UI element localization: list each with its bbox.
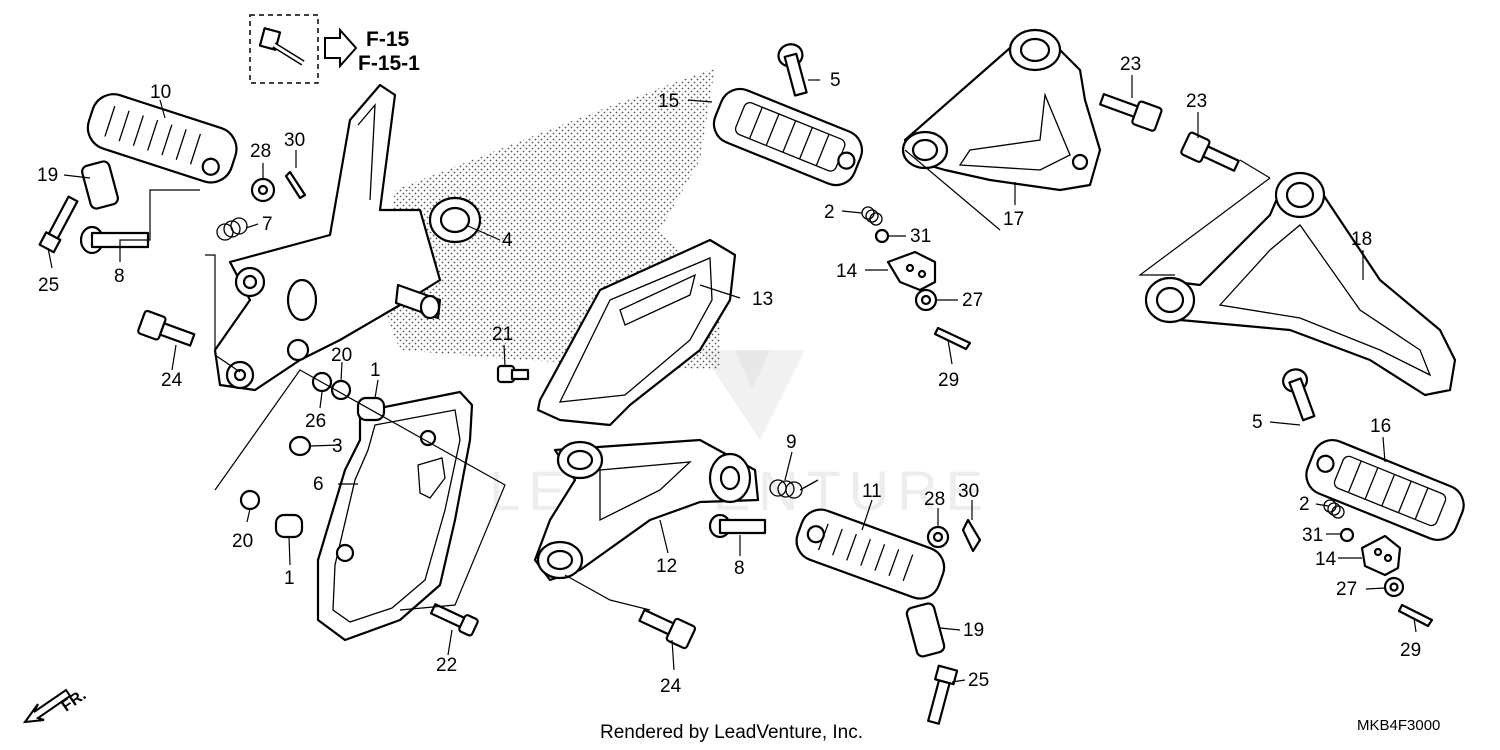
watermark-logo [700,350,805,440]
callout-label: 30 [958,481,979,502]
part-heel-guard-right [536,238,737,427]
part-pin-5-upper [777,43,808,97]
reference-bolt-box [249,14,319,84]
callout-label: 14 [836,261,858,282]
callout-label: 27 [962,290,983,311]
callout-label: 29 [938,370,959,391]
part-collar-20-lower [239,489,261,511]
part-heel-guard-left [316,390,474,642]
callout-label: 10 [150,82,171,103]
callout-label: 16 [1370,416,1391,437]
reference-label-2: F-15-1 [358,52,420,75]
callout-label: 19 [963,620,984,641]
callout-label: 20 [232,531,253,552]
part-collar-upper [81,160,119,210]
part-bolt-upper [38,195,79,254]
callout-label: 7 [262,214,273,235]
callout-label: 5 [1252,412,1263,433]
part-spring-upper [216,217,248,241]
leader-lines [47,75,1417,683]
part-bolt-22 [429,603,479,637]
part-footpeg-left [86,93,238,184]
part-bolt-24-center [638,608,697,650]
callout-label: 6 [313,474,324,495]
part-grommet-1-lower [274,513,304,539]
part-bolt-23-upper [1098,93,1163,132]
callout-label: 18 [1351,229,1372,250]
callout-label: 28 [250,141,271,162]
callout-label: 31 [1302,525,1323,546]
callout-label: 3 [332,436,343,457]
footer-credit: Rendered by LeadVenture, Inc. [600,722,863,743]
callout-label: 9 [786,432,797,453]
callout-label: 23 [1120,54,1141,75]
part-clip-upper [284,170,307,200]
callout-label: 31 [910,226,931,247]
reference-arrow [324,27,358,69]
part-bolt-23-right [1180,131,1240,172]
callout-labels: 1 1 2 2 3 4 5 5 6 7 8 8 9 10 11 12 13 14… [37,54,1421,697]
part-ball-31-upper [874,228,890,244]
callout-label: 19 [37,165,58,186]
callout-label: 1 [284,568,295,589]
callout-label: 24 [660,676,682,697]
callout-label: 13 [752,289,773,310]
callout-label: 11 [862,481,882,502]
callout-label: 2 [1299,494,1310,515]
callout-label: 23 [1186,91,1207,112]
front-direction-arrow [22,688,72,724]
callout-label: 24 [161,370,183,391]
callout-label: 28 [924,489,945,510]
part-spring-9 [769,479,819,499]
callout-label: 15 [658,91,679,112]
part-spring-2-right [1323,499,1345,519]
callout-label: 4 [502,230,513,251]
callout-label: 29 [1400,640,1421,661]
part-hanger-17 [901,28,1102,192]
callout-label: 8 [114,266,125,287]
callout-label: 2 [824,202,835,223]
callout-label: 30 [284,130,305,151]
part-collar-lower [905,602,946,658]
part-spring-2-upper [861,206,883,226]
callout-label: 8 [734,558,745,579]
callout-label: 25 [968,670,989,691]
callout-label: 14 [1315,549,1337,570]
part-main-bracket [213,83,482,392]
part-clip-29-right [1397,603,1434,628]
part-clip-center [961,518,982,553]
callout-label: 17 [1003,209,1024,230]
callout-label: 1 [370,360,381,381]
part-clip-29-upper [933,326,972,351]
part-footpeg-16 [1305,439,1465,541]
part-bolt-21 [496,364,530,384]
part-grommet-1-upper [356,396,386,422]
part-footpeg-15 [712,87,864,187]
callout-label: 12 [656,556,677,577]
callout-label: 25 [38,275,59,296]
callout-label: 27 [1336,579,1357,600]
callout-label: 26 [305,411,326,432]
callout-label: 5 [830,70,841,91]
part-footpeg-center [795,508,946,600]
callout-label: 20 [331,345,352,366]
part-plate-14-right [1360,534,1402,577]
part-step-holder-12 [533,438,760,582]
part-pin-5-right [1282,368,1316,422]
part-ball-31-right [1339,527,1355,543]
part-pin-center [708,513,767,539]
part-bolt-24-left [137,309,196,347]
callout-label: 21 [492,324,513,345]
reference-label-1: F-15 [366,28,410,51]
part-hanger-18 [1144,171,1457,397]
part-collar-3 [288,435,312,457]
part-bolt-lower [927,664,959,725]
callout-label: 22 [436,655,457,676]
diagram-code: MKB4F3000 [1357,717,1440,734]
